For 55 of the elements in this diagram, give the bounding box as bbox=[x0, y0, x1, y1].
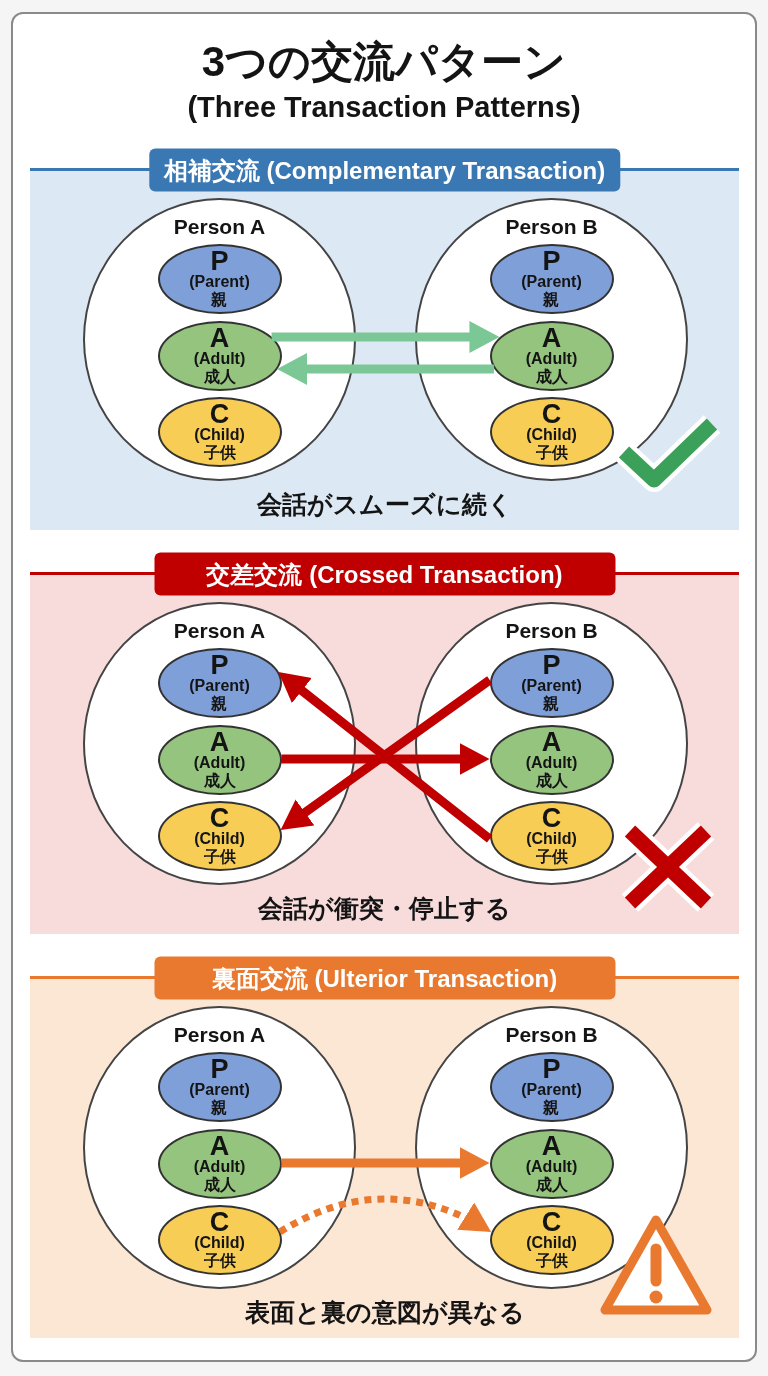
arrow bbox=[281, 743, 490, 775]
person-label: Person A bbox=[173, 619, 266, 643]
person-label: Person B bbox=[505, 1023, 598, 1047]
section-header: 相補交流 (Complementary Transaction) bbox=[148, 148, 621, 191]
ego-state-letter: C bbox=[541, 400, 562, 428]
ego-state-label: (Child) 子供 bbox=[526, 830, 577, 866]
ego-state-letter: A bbox=[209, 1132, 230, 1160]
person-label: Person B bbox=[505, 215, 598, 239]
ego-state-letter: A bbox=[209, 728, 230, 756]
ego-state-letter: C bbox=[209, 400, 230, 428]
ego-state-label: (Child) 子供 bbox=[194, 426, 245, 462]
subtitle: (Three Transaction Patterns) bbox=[187, 90, 581, 124]
ego-state-label: (Child) 子供 bbox=[194, 830, 245, 866]
ego-state-label: (Adult) 成人 bbox=[525, 1158, 578, 1194]
ego-state-label: (Parent) 親 bbox=[521, 1081, 582, 1117]
ego-state-label: (Adult) 成人 bbox=[525, 754, 578, 790]
ego-state-letter: P bbox=[542, 651, 561, 679]
section-header: 裏面交流 (Ulterior Transaction) bbox=[154, 956, 615, 999]
ego-state-label: (Adult) 成人 bbox=[525, 350, 578, 386]
ego-state-letter: C bbox=[209, 1208, 230, 1236]
arrow bbox=[281, 1147, 490, 1179]
ego-state-label: (Parent) 親 bbox=[521, 677, 582, 713]
ego-state-label: (Adult) 成人 bbox=[193, 754, 246, 790]
ego-state-label: (Child) 子供 bbox=[526, 1234, 577, 1270]
ego-state-letter: P bbox=[542, 247, 561, 275]
section-caption: 表面と裏の意図が異なる bbox=[244, 1296, 525, 1328]
ego-state-letter: C bbox=[541, 804, 562, 832]
ego-state-label: (Parent) 親 bbox=[189, 677, 250, 713]
ego-state-letter: A bbox=[541, 324, 562, 352]
ego-state-label: (Parent) 親 bbox=[189, 273, 250, 309]
ego-state-letter: P bbox=[210, 651, 229, 679]
dashed-arrow bbox=[278, 1195, 493, 1236]
arrow bbox=[271, 321, 500, 353]
ego-state-letter: C bbox=[209, 804, 230, 832]
person-label: Person B bbox=[505, 619, 598, 643]
ego-state-letter: A bbox=[209, 324, 230, 352]
section-caption: 会話が衝突・停止する bbox=[258, 892, 511, 924]
ego-state-label: (Child) 子供 bbox=[526, 426, 577, 462]
ego-state-label: (Adult) 成人 bbox=[193, 350, 246, 386]
ego-state-letter: P bbox=[210, 1055, 229, 1083]
person-label: Person A bbox=[173, 215, 266, 239]
ego-state-letter: A bbox=[541, 728, 562, 756]
title: 3つの交流パターン bbox=[201, 37, 567, 87]
ego-state-letter: A bbox=[541, 1132, 562, 1160]
ego-state-label: (Adult) 成人 bbox=[193, 1158, 246, 1194]
section-caption: 会話がスムーズに続く bbox=[256, 488, 513, 520]
ego-state-label: (Child) 子供 bbox=[194, 1234, 245, 1270]
ego-state-letter: P bbox=[210, 247, 229, 275]
person-label: Person A bbox=[173, 1023, 266, 1047]
ego-state-label: (Parent) 親 bbox=[521, 273, 582, 309]
ego-state-letter: P bbox=[542, 1055, 561, 1083]
section-header: 交差交流 (Crossed Transaction) bbox=[154, 552, 615, 595]
ego-state-letter: C bbox=[541, 1208, 562, 1236]
arrow bbox=[277, 353, 494, 385]
ego-state-label: (Parent) 親 bbox=[189, 1081, 250, 1117]
